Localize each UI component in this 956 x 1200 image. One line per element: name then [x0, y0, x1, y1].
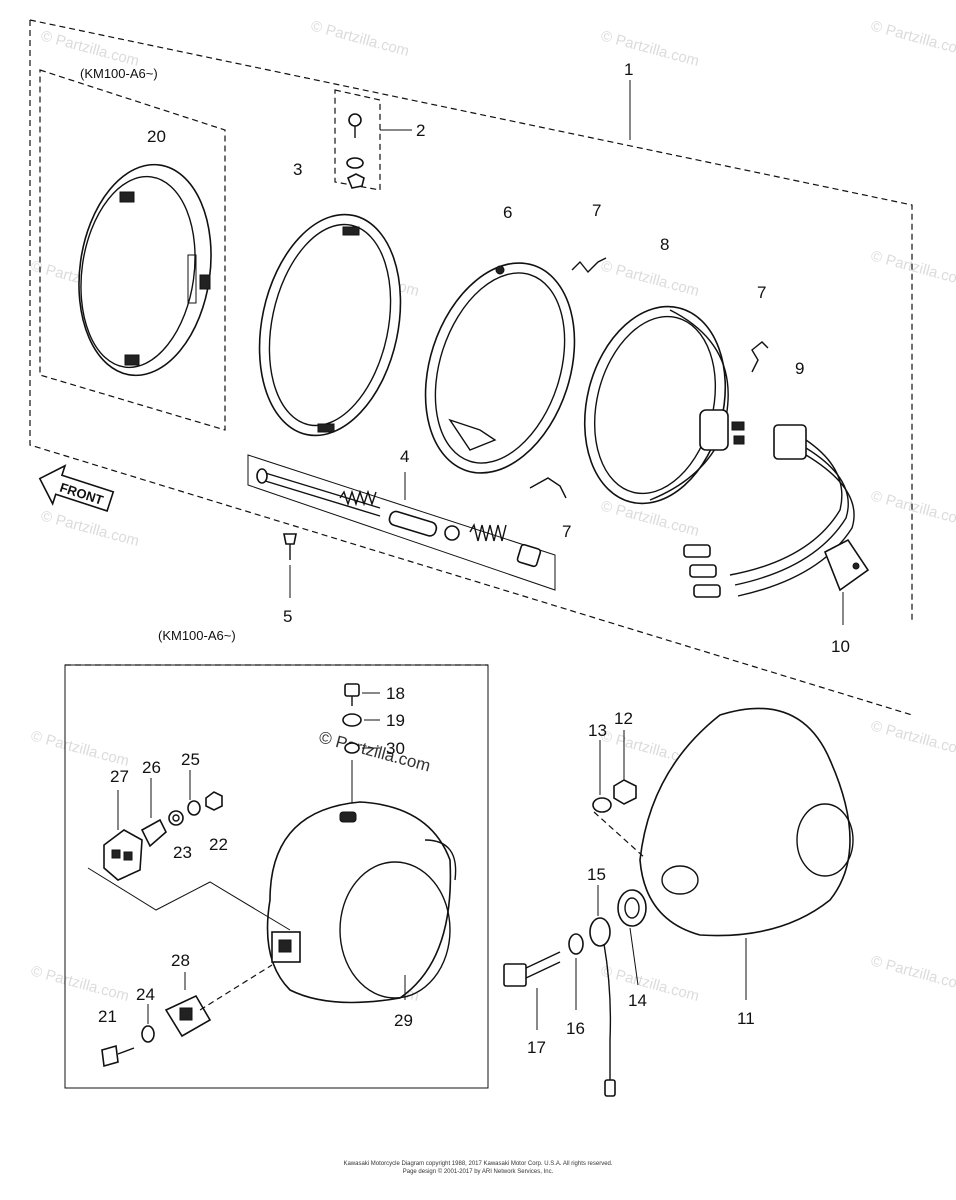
callout-12: 12: [614, 709, 633, 728]
part-29-housing: [266, 801, 457, 1004]
callout-18: 18: [386, 684, 405, 703]
watermark-text: © Partzilla.com: [29, 727, 131, 770]
callout-2: 2: [416, 121, 425, 140]
part-9-socket: [683, 424, 855, 598]
watermark-text: © Partzilla.com: [869, 17, 956, 60]
copyright-line-2: Page design © 2001-2017 by ARI Network S…: [402, 1169, 554, 1175]
watermark-text: © Partzilla.com: [599, 497, 701, 540]
callout-26: 26: [142, 758, 161, 777]
callout-22: 22: [209, 835, 228, 854]
parts-12-13-hardware: [592, 730, 646, 859]
callout-labels: 1 2 3 4 5 6 7 7 7 8 9 10 11 12 13 14 15 …: [98, 60, 850, 1057]
callout-19: 19: [386, 711, 405, 730]
copyright-line-1: Kawasaki Motorcycle Diagram copyright 19…: [343, 1161, 613, 1167]
watermark-text: © Partzilla.com: [869, 717, 956, 760]
parts-14-17-hardware: [503, 885, 647, 1097]
callout-30: 30: [386, 739, 405, 758]
callout-8: 8: [660, 235, 669, 254]
callout-27: 27: [110, 767, 129, 786]
callout-4: 4: [400, 447, 409, 466]
callout-20: 20: [147, 127, 166, 146]
part-2-hardware: [334, 89, 412, 191]
part-8-sealed-beam: [583, 305, 745, 505]
variant-box-upper: (KM100-A6~): [39, 66, 226, 431]
callout-3: 3: [293, 160, 302, 179]
callout-7c: 7: [562, 522, 571, 541]
callout-6: 6: [503, 203, 512, 222]
watermark-text-center: © Partzilla.com: [317, 728, 433, 776]
callout-16: 16: [566, 1019, 585, 1038]
watermark-text: © Partzilla.com: [39, 27, 141, 70]
callout-9: 9: [795, 359, 804, 378]
callout-15: 15: [587, 865, 606, 884]
variant-box-lower: (KM100-A6~): [64, 628, 489, 1089]
part-5-screw: [283, 533, 297, 598]
watermark-text: © Partzilla.com: [599, 27, 701, 70]
assembly-1-outline: [29, 19, 913, 716]
watermark-text: © Partzilla.com: [869, 952, 956, 995]
callout-25: 25: [181, 750, 200, 769]
part-6-mounting-ring: [424, 262, 576, 474]
callout-17: 17: [527, 1038, 546, 1057]
parts-22-27-socket: [87, 770, 291, 931]
part-3-rim: [258, 213, 402, 437]
watermark-text: © Partzilla.com: [599, 962, 701, 1005]
part-20-rim: [78, 163, 212, 377]
callout-7b: 7: [757, 283, 766, 302]
callout-10: 10: [831, 637, 850, 656]
part-4-adjust-screw: [247, 454, 556, 591]
part-10-clip: [823, 538, 870, 625]
callout-21: 21: [98, 1007, 117, 1026]
callout-1: 1: [624, 60, 633, 79]
watermark-text: © Partzilla.com: [39, 507, 141, 550]
callout-5: 5: [283, 607, 292, 626]
parts-21-24-28-bolt: [101, 964, 273, 1068]
callout-7a: 7: [592, 201, 601, 220]
callout-11: 11: [737, 1009, 755, 1028]
callout-23: 23: [173, 843, 192, 862]
callout-13: 13: [588, 721, 607, 740]
parts-18-19-30-bolt: [342, 683, 380, 815]
callout-14: 14: [628, 991, 647, 1010]
watermark-text: © Partzilla.com: [309, 17, 411, 60]
callout-24: 24: [136, 985, 155, 1004]
variant-note-upper: (KM100-A6~): [80, 66, 158, 81]
variant-note-lower: (KM100-A6~): [158, 628, 236, 643]
callout-29: 29: [394, 1011, 413, 1030]
part-7-springs: [529, 257, 769, 499]
part-11-shell: [639, 707, 854, 1000]
watermark-text: © Partzilla.com: [599, 257, 701, 300]
watermark-text: © Partzilla.com: [29, 962, 131, 1005]
callout-28: 28: [171, 951, 190, 970]
